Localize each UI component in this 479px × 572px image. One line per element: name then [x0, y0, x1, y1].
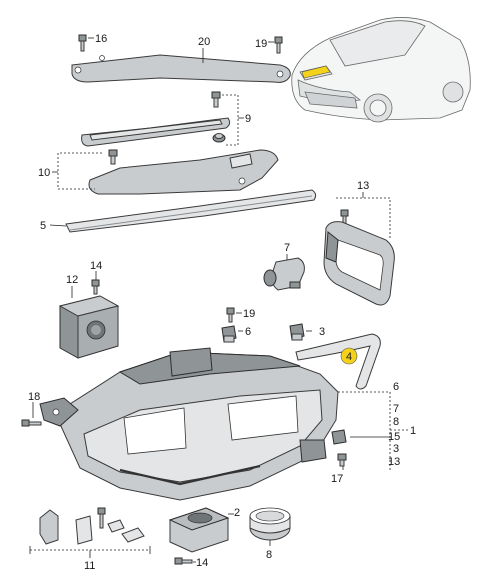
clip-3-top	[289, 323, 305, 341]
callout-13-right: 13	[388, 456, 400, 468]
screw-14-top	[91, 279, 100, 295]
callout-14-top: 14	[90, 260, 102, 272]
callout-19-top: 19	[255, 38, 267, 50]
clip-11-d	[121, 527, 145, 543]
callout-3-top: 3	[319, 326, 325, 338]
callout-4: 4	[346, 351, 352, 363]
bracket-11-a	[39, 509, 59, 545]
socket-7	[263, 257, 305, 291]
callout-4-highlight	[340, 347, 358, 365]
bezel-frame-13	[323, 221, 395, 306]
callout-20: 20	[198, 36, 210, 48]
bracket-9	[81, 117, 231, 147]
screw-18	[21, 419, 42, 427]
callout-6-right: 6	[393, 381, 399, 393]
screw-11	[97, 507, 106, 529]
trim-strip-5	[65, 189, 317, 233]
callout-11: 11	[84, 560, 95, 572]
callout-1: 1	[410, 425, 416, 437]
screw-10	[108, 149, 118, 165]
screw-17	[337, 453, 347, 467]
callout-19-mid: 19	[243, 308, 255, 320]
bracket-11-b	[75, 515, 93, 545]
callout-17: 17	[331, 473, 343, 485]
screw-16	[78, 34, 87, 52]
ballast-2	[168, 507, 230, 553]
screw-14-bottom	[174, 557, 193, 565]
callout-18: 18	[28, 391, 40, 403]
callout-2: 2	[234, 507, 240, 519]
callout-14-bottom: 14	[196, 557, 208, 569]
callout-7: 7	[284, 242, 290, 254]
headlight-housing-1	[39, 347, 339, 501]
bracket-10	[88, 149, 279, 195]
car-headlight-highlight	[301, 65, 331, 79]
bracket-20	[71, 54, 291, 83]
callout-3-right: 3	[393, 443, 399, 455]
nut-9	[212, 133, 226, 143]
screw-19-mid	[226, 307, 235, 323]
screw-9-a	[211, 91, 221, 108]
callout-6-top: 6	[245, 326, 251, 338]
callout-10: 10	[38, 167, 50, 179]
control-module-12	[58, 295, 120, 359]
clip-6-top	[221, 325, 237, 343]
callout-12: 12	[66, 274, 78, 286]
cover-cap-8	[249, 507, 291, 541]
screw-19-top	[274, 36, 283, 54]
callout-8-bottom: 8	[266, 549, 272, 561]
callout-16: 16	[95, 33, 107, 45]
clip-11-c	[107, 519, 125, 533]
car-illustration	[291, 17, 471, 123]
callout-5: 5	[40, 220, 46, 232]
clip-15	[331, 429, 347, 445]
callout-13: 13	[357, 180, 369, 192]
callout-8-right: 8	[393, 416, 399, 428]
callout-15: 15	[388, 431, 400, 443]
callout-9: 9	[245, 113, 251, 125]
callout-7-right: 7	[393, 403, 399, 415]
